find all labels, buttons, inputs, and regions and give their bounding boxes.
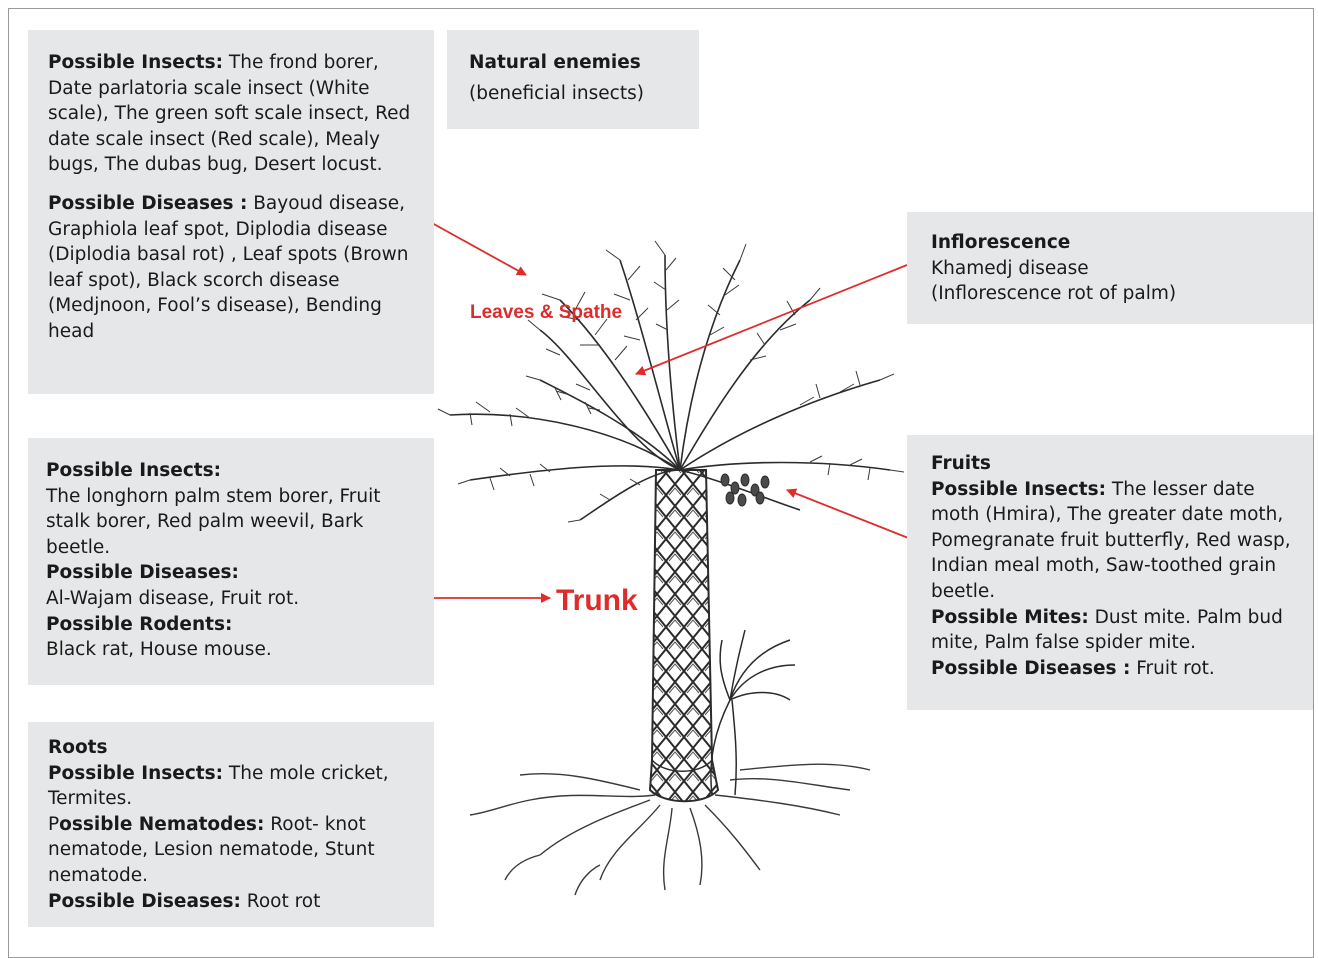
trunk-insects-label: Possible Insects: [46, 460, 222, 481]
roots-info-box: Roots Possible Insects: The mole cricket… [28, 722, 434, 927]
offshoot-illustration [710, 629, 796, 796]
trunk-illustration [648, 469, 720, 803]
trunk-insects-text: The longhorn palm stem borer, Fruit stal… [46, 485, 381, 558]
trunk-diseases-label: Possible Diseases: [46, 562, 239, 584]
leaflets-illustration [437, 240, 905, 523]
roots-diseases: Possible Diseases: Root rot [48, 890, 321, 912]
fruits-diseases: Possible Diseases : Fruit rot. [931, 657, 1215, 679]
inflorescence-line1: Khamedj disease [931, 257, 1089, 279]
trunk-rodents-text: Black rat, House mouse. [46, 639, 272, 661]
roots-insects: Possible Insects: The mole cricket, Term… [48, 762, 389, 810]
trunk-diseases-text: Al-Wajam disease, Fruit rot. [46, 587, 300, 609]
fronds-illustration [449, 254, 891, 521]
trunk-info-box: Possible Insects: The longhorn palm stem… [28, 438, 434, 685]
inflorescence-line2: (Inflorescence rot of palm) [931, 283, 1177, 305]
leaves-diseases: Possible Diseases : Bayoud disease, Grap… [48, 192, 409, 342]
dates-cluster-illustration [720, 473, 770, 507]
roots-nematodes: Possible Nematodes: Root- knot nematode,… [48, 813, 375, 886]
leaves-insects: Possible Insects: The frond borer, Date … [48, 52, 411, 176]
roots-title: Roots [48, 737, 108, 758]
fruits-info-box: Fruits Possible Insects: The lesser date… [907, 435, 1313, 710]
inflorescence-info-box: Inflorescence Khamedj disease (Infloresc… [907, 212, 1313, 324]
fruits-title: Fruits [931, 453, 991, 474]
trunk-rodents-label: Possible Rodents: [46, 613, 233, 635]
roots-illustration [469, 763, 871, 896]
natural-enemies-box: Natural enemies (beneficial insects) [447, 30, 699, 129]
fruits-insects: Possible Insects: The lesser date moth (… [931, 478, 1291, 602]
leaves-spathe-label: Leaves & Spathe [470, 302, 623, 323]
leaves-info-box: Possible Insects: The frond borer, Date … [28, 30, 434, 394]
arrow-fruits [786, 488, 927, 546]
arrow-inflorescence [635, 264, 908, 376]
trunk-label: Trunk [556, 584, 638, 617]
natural-enemies-subtitle: (beneficial insects) [469, 82, 644, 104]
inflorescence-title: Inflorescence [931, 232, 1071, 253]
natural-enemies-title: Natural enemies [469, 52, 641, 73]
fruits-mites: Possible Mites: Dust mite. Palm bud mite… [931, 606, 1283, 654]
